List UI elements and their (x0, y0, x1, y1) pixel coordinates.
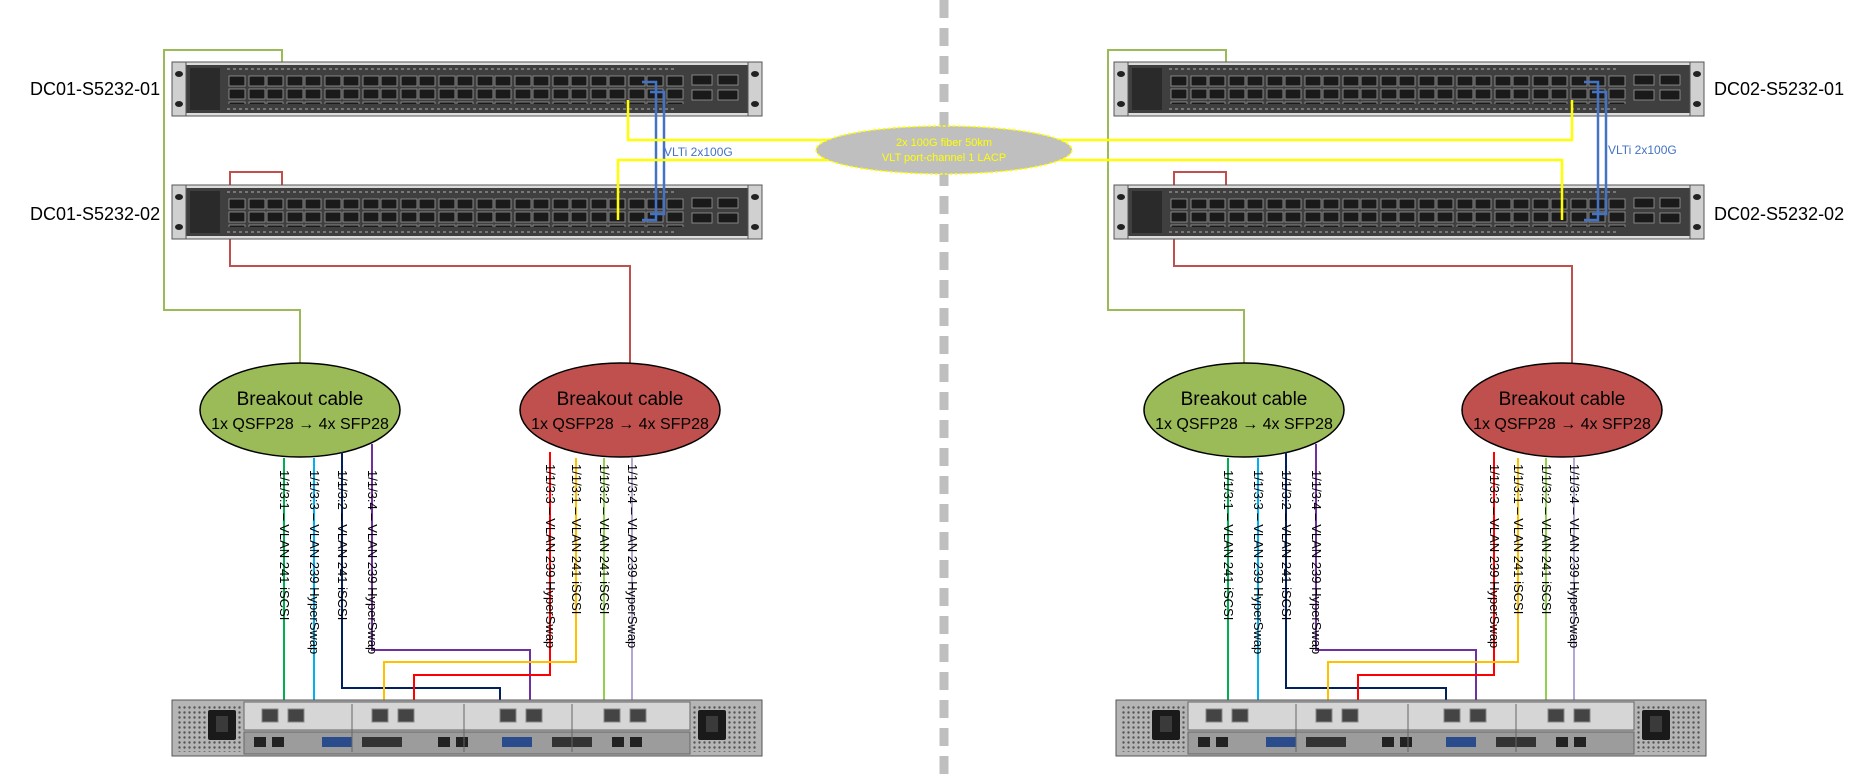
fiber-link-1 (626, 100, 1574, 142)
storage-node-dc01 (171, 699, 763, 757)
fanout-cable (1327, 458, 1519, 715)
switch-dc01-s5232-01 (171, 61, 763, 117)
breakout-title: Breakout cable (1499, 389, 1626, 410)
switch-label: DC02-S5232-01 (1714, 79, 1844, 99)
vlti-link (1592, 90, 1608, 216)
dc01-site: DC01-S5232-01 DC01-S5232-02 VLTi 2x100G … (30, 49, 763, 757)
fanout-cable (413, 452, 551, 715)
breakout-ellipse-green (199, 362, 401, 458)
cable-label: 1/1/3:4 – VLAN 239 HyperSwap (365, 470, 380, 654)
fanout-cable (383, 458, 577, 715)
interlink-ellipse (815, 125, 1073, 175)
interlink-line2: VLT port-channel 1 LACP (882, 152, 1006, 164)
storage-node-dc02 (1115, 699, 1707, 757)
green-uplink-cable (163, 49, 301, 365)
switch-dc02-s5232-01 (1113, 61, 1705, 117)
cable-label: 1/1/3:1 – VLAN 241 iSCSI (569, 464, 584, 614)
green-uplink-cable (1107, 49, 1245, 365)
fanout-cable (371, 444, 531, 715)
cable-label: 1/1/3:1 – VLAN 241 iSCSI (1221, 470, 1236, 620)
vlti-link (1584, 80, 1600, 222)
cable-label: 1/1/3:4 – VLAN 239 HyperSwap (1309, 470, 1324, 654)
cable-label: 1/1/3:3 – VLAN 239 HyperSwap (543, 464, 558, 648)
switch-label: DC01-S5232-02 (30, 204, 160, 224)
interlink-line1: 2x 100G fiber 50km (896, 137, 992, 149)
switch-label: DC02-S5232-02 (1714, 204, 1844, 224)
breakout-subtitle: 1x QSFP28 → 4x SFP28 (1473, 416, 1651, 433)
breakout-ellipse-red (1461, 362, 1663, 458)
breakout-subtitle: 1x QSFP28 → 4x SFP28 (211, 416, 389, 433)
breakout-subtitle: 1x QSFP28 → 4x SFP28 (531, 416, 709, 433)
cable-label: 1/1/3:3 – VLAN 239 HyperSwap (1251, 470, 1266, 654)
vlti-label: VLTi 2x100G (1608, 143, 1677, 157)
breakout-ellipse-green (1143, 362, 1345, 458)
breakout-title: Breakout cable (237, 389, 364, 410)
cable-label: 1/1/3:4 – VLAN 239 HyperSwap (625, 464, 640, 648)
fiber-link-2 (616, 158, 1564, 220)
cable-label: 1/1/3:1 – VLAN 241 iSCSI (277, 470, 292, 620)
vlti-link (642, 80, 658, 222)
cable-label: 1/1/3:2 – VLAN 241 iSCSI (1539, 464, 1554, 614)
vlti-label: VLTi 2x100G (664, 145, 733, 159)
breakout-subtitle: 1x QSFP28 → 4x SFP28 (1155, 416, 1333, 433)
cable-label: 1/1/3:1 – VLAN 241 iSCSI (1511, 464, 1526, 614)
vlti-link (650, 90, 666, 216)
cable-label: 1/1/3:3 – VLAN 239 HyperSwap (307, 470, 322, 654)
breakout-title: Breakout cable (557, 389, 684, 410)
fanout-cable (1315, 444, 1477, 715)
cable-label: 1/1/3:2 – VLAN 241 iSCSI (335, 470, 350, 620)
dc02-site: DC02-S5232-01 DC02-S5232-02 VLTi 2x100G … (1107, 49, 1844, 757)
switch-label: DC01-S5232-01 (30, 79, 160, 99)
switch-dc02-s5232-02 (1113, 184, 1705, 240)
cable-label: 1/1/3:3 – VLAN 239 HyperSwap (1487, 464, 1502, 648)
breakout-title: Breakout cable (1181, 389, 1308, 410)
inter-dc-link: 2x 100G fiber 50km VLT port-channel 1 LA… (616, 100, 1574, 220)
breakout-ellipse-red (519, 362, 721, 458)
cable-label: 1/1/3:2 – VLAN 241 iSCSI (1279, 470, 1294, 620)
fanout-cable (1357, 452, 1495, 715)
cable-label: 1/1/3:4 – VLAN 239 HyperSwap (1567, 464, 1582, 648)
cable-label: 1/1/3:2 – VLAN 241 iSCSI (597, 464, 612, 614)
switch-dc01-s5232-02 (171, 184, 763, 240)
